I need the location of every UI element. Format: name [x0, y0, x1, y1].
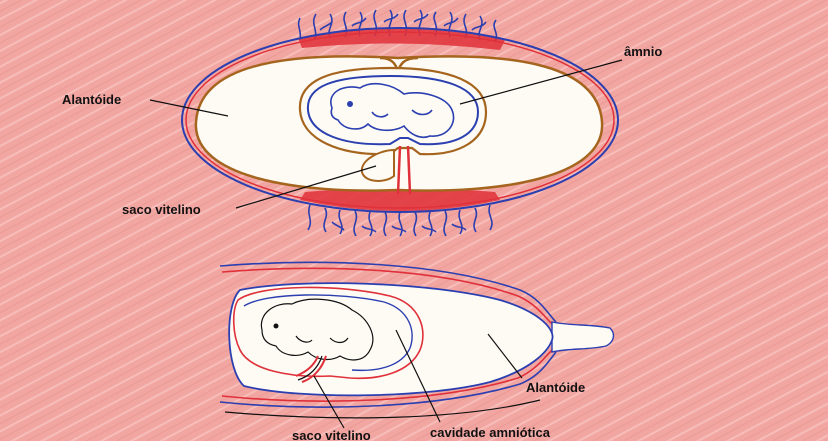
label-bottom-yolk-sac: saco vitelino: [292, 428, 371, 441]
label-top-amnion: âmnio: [624, 44, 662, 59]
label-top-allantois: Alantóide: [62, 92, 121, 107]
label-bottom-allantois: Alantóide: [526, 380, 585, 395]
label-bottom-amniotic-cavity: cavidade amniótica: [430, 425, 551, 440]
label-top-yolk-sac: saco vitelino: [122, 202, 201, 217]
